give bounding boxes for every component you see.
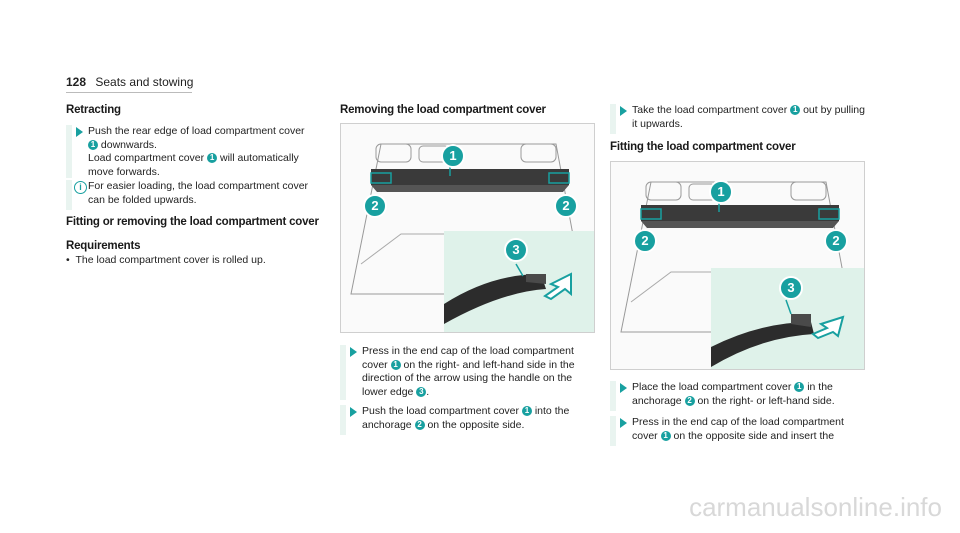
marker-1: 1	[390, 359, 401, 370]
marker-1: 1	[794, 382, 805, 393]
fitting-heading: Fitting the load compartment cover	[610, 141, 796, 153]
removing-heading: Removing the load compartment cover	[340, 104, 546, 116]
requirements-heading: Requirements	[66, 240, 141, 252]
bullet-icon: •	[66, 254, 76, 266]
marker-1: 1	[88, 139, 98, 150]
callout-3: 3	[504, 238, 528, 262]
requirement-item: • The load compartment cover is rolled u…	[66, 254, 266, 266]
take-out-step: Take the load compartment cover 1 out by…	[610, 104, 870, 134]
step-arrow-icon	[620, 383, 627, 393]
marker-2: 2	[414, 419, 425, 430]
marker-2: 2	[684, 395, 695, 406]
load-compartment-illustration	[611, 162, 864, 369]
step-text: Push the rear edge of load compartment c…	[88, 125, 305, 137]
info-icon: i	[74, 181, 87, 194]
marker-1: 1	[521, 406, 532, 417]
fitting-step-2: Press in the end cap of the load compart…	[610, 416, 870, 446]
step-note: Load compartment cover	[88, 152, 205, 164]
step-arrow-icon	[350, 347, 357, 357]
step-arrow-icon	[350, 407, 357, 417]
callout-3: 3	[779, 276, 803, 300]
page-number: 128	[66, 75, 87, 89]
figure-fitting: 1 2 2 3	[610, 161, 865, 370]
callout-2-left: 2	[633, 229, 657, 253]
fitting-step-1: Place the load compartment cover 1 in th…	[610, 381, 870, 411]
section-title: Seats and stowing	[95, 75, 194, 89]
step-arrow-icon	[620, 418, 627, 428]
marker-1: 1	[660, 430, 671, 441]
load-compartment-illustration	[341, 124, 594, 332]
callout-2-right: 2	[554, 194, 578, 218]
step-note: will automatically move forwards.	[88, 152, 299, 178]
figure-removing: 1 2 2 3	[340, 123, 595, 333]
info-note: i For easier loading, the load compartme…	[66, 180, 326, 210]
step-text: downwards.	[100, 138, 157, 151]
step-arrow-icon	[620, 106, 627, 116]
fitting-removing-heading: Fitting or removing the load compartment…	[66, 216, 319, 228]
header-divider	[66, 92, 192, 93]
callout-2-left: 2	[363, 194, 387, 218]
retracting-heading: Retracting	[66, 104, 121, 116]
marker-3: 3	[416, 386, 427, 397]
step-arrow-icon	[76, 127, 83, 137]
marker-1: 1	[207, 153, 218, 164]
callout-2-right: 2	[824, 229, 848, 253]
removing-step-1: Press in the end cap of the load compart…	[340, 345, 596, 400]
removing-step-2: Push the load compartment cover 1 into t…	[340, 405, 596, 435]
page-header: 128 Seats and stowing	[66, 75, 193, 89]
callout-1: 1	[441, 144, 465, 168]
retract-step: Push the rear edge of load compartment c…	[66, 125, 326, 178]
watermark: carmanualsonline.info	[689, 492, 942, 522]
info-text: For easier loading, the load compartment…	[88, 180, 309, 206]
marker-1: 1	[790, 105, 801, 116]
callout-1: 1	[709, 180, 733, 204]
